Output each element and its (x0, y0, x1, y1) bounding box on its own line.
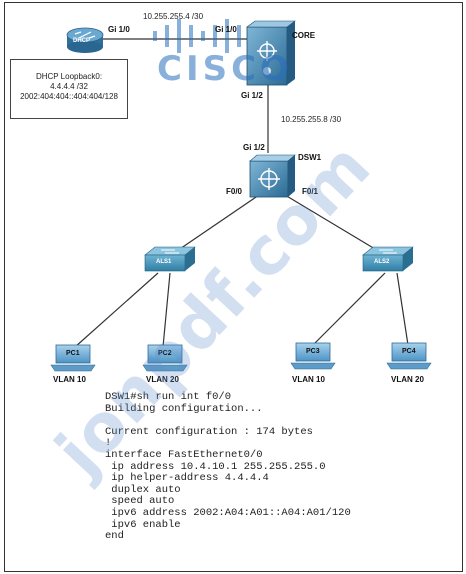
pc1-icon (50, 344, 96, 372)
core-port-down-label: Gi 1/2 (241, 91, 263, 100)
link-dsw1-als2 (284, 194, 386, 256)
core-switch-icon (246, 20, 296, 86)
core-port-left-label: Gi 1/0 (215, 25, 237, 34)
link-als2-pc3 (312, 272, 386, 346)
pc3-vlan-label: VLAN 10 (292, 375, 325, 384)
pc3-icon (290, 342, 336, 370)
pc4-label: PC4 (402, 348, 416, 355)
dsw1-port-right-label: F0/1 (302, 187, 319, 196)
dsw1-name-label: DSW1 (298, 153, 322, 162)
pc2-label: PC2 (158, 350, 172, 357)
pc4-icon (386, 342, 432, 370)
dhcp-info-box: DHCP Loopback0: 4.4.4.4 /32 2002:404:404… (10, 59, 128, 119)
dsw1-port-up-label: Gi 1/2 (243, 143, 265, 152)
core-name-label: CORE (292, 31, 316, 40)
pc1-vlan-label: VLAN 10 (53, 375, 86, 384)
pc2-vlan-label: VLAN 20 (146, 375, 179, 384)
als2-switch-icon (362, 246, 414, 272)
dhcp-info-ipv6: 2002:404:404::404:404/128 (20, 92, 118, 101)
als1-label: ALS1 (156, 259, 172, 265)
link-als1-pc2 (162, 272, 171, 348)
pc3-label: PC3 (306, 348, 320, 355)
link-als1-pc1 (74, 272, 159, 348)
cli-output: DSW1#sh run int f0/0 Building configurat… (105, 391, 351, 543)
als1-switch-icon (144, 246, 196, 272)
link-dsw1-als1 (170, 194, 260, 256)
core-dsw1-subnet-label: 10.255.255.8 /30 (281, 115, 342, 124)
diagram-frame: DHCP Gi 1/0 10.255.255.4 /30 Gi 1/0 CORE… (4, 2, 463, 572)
als2-label: ALS2 (374, 259, 390, 265)
cisco-logo-bars-icon (153, 19, 241, 53)
pc4-vlan-label: VLAN 20 (391, 375, 424, 384)
router-icon (66, 27, 104, 53)
pc2-icon (142, 344, 188, 372)
dhcp-core-subnet-label: 10.255.255.4 /30 (143, 12, 204, 21)
cisco-logo-watermark: CISCO (157, 49, 293, 89)
dhcp-port-label: Gi 1/0 (108, 25, 130, 34)
dsw1-port-left-label: F0/0 (226, 187, 243, 196)
dsw1-switch-icon (249, 154, 296, 198)
dhcp-info-title: DHCP Loopback0: (35, 72, 103, 81)
dhcp-device-label: DHCP (73, 38, 91, 44)
pc1-label: PC1 (66, 350, 80, 357)
topology-canvas (50, 19, 432, 372)
link-als2-pc4 (396, 272, 409, 346)
dhcp-info-ipv4: 4.4.4.4 /32 (50, 82, 88, 91)
